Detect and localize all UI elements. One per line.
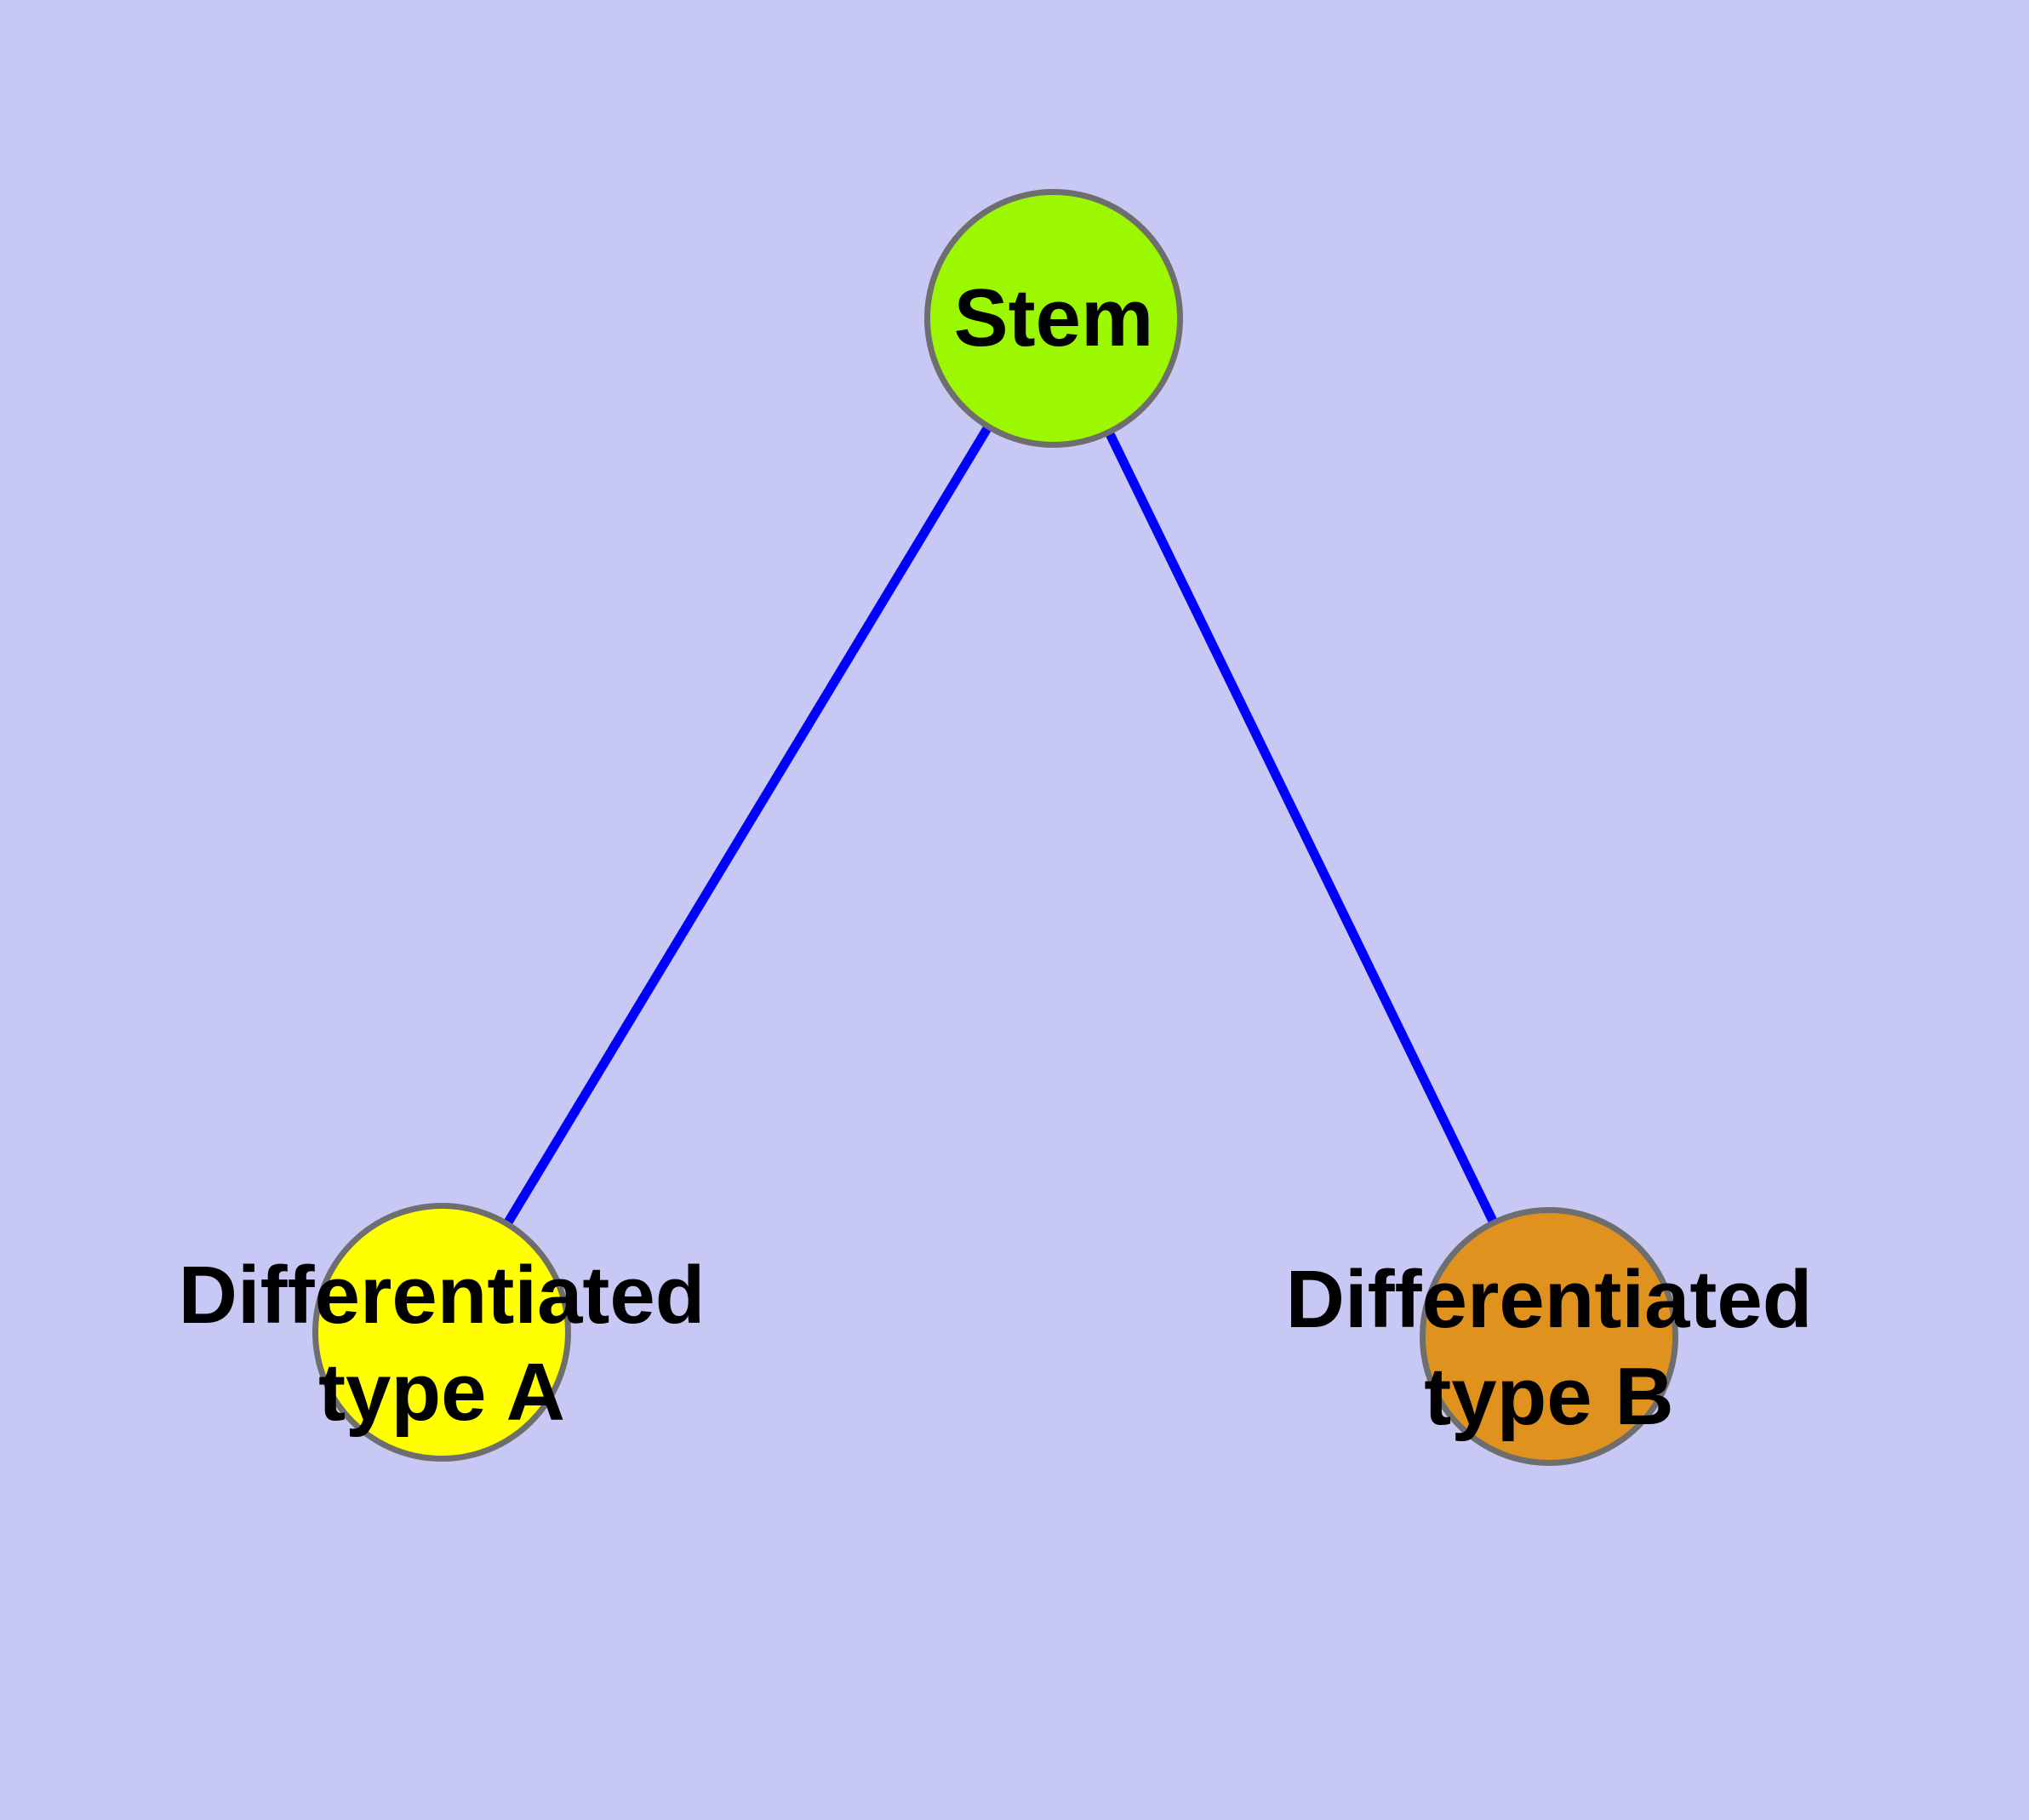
edge-stem-to-type-b (1049, 316, 1553, 1339)
node-type-a (312, 1203, 571, 1462)
node-type-a-label-line: Differentiated (178, 1250, 706, 1341)
edge-stem-to-type-a (437, 316, 1058, 1335)
node-type-b-label-line: type B (1424, 1351, 1674, 1442)
node-stem (924, 189, 1183, 448)
node-type-b (1420, 1207, 1678, 1466)
node-type-a-label-line: type A (318, 1347, 565, 1438)
node-stem-label: Stem (954, 270, 1154, 367)
node-type-b-label-line: Differentiated (1285, 1254, 1813, 1345)
node-stem-label-line: Stem (953, 272, 1154, 363)
